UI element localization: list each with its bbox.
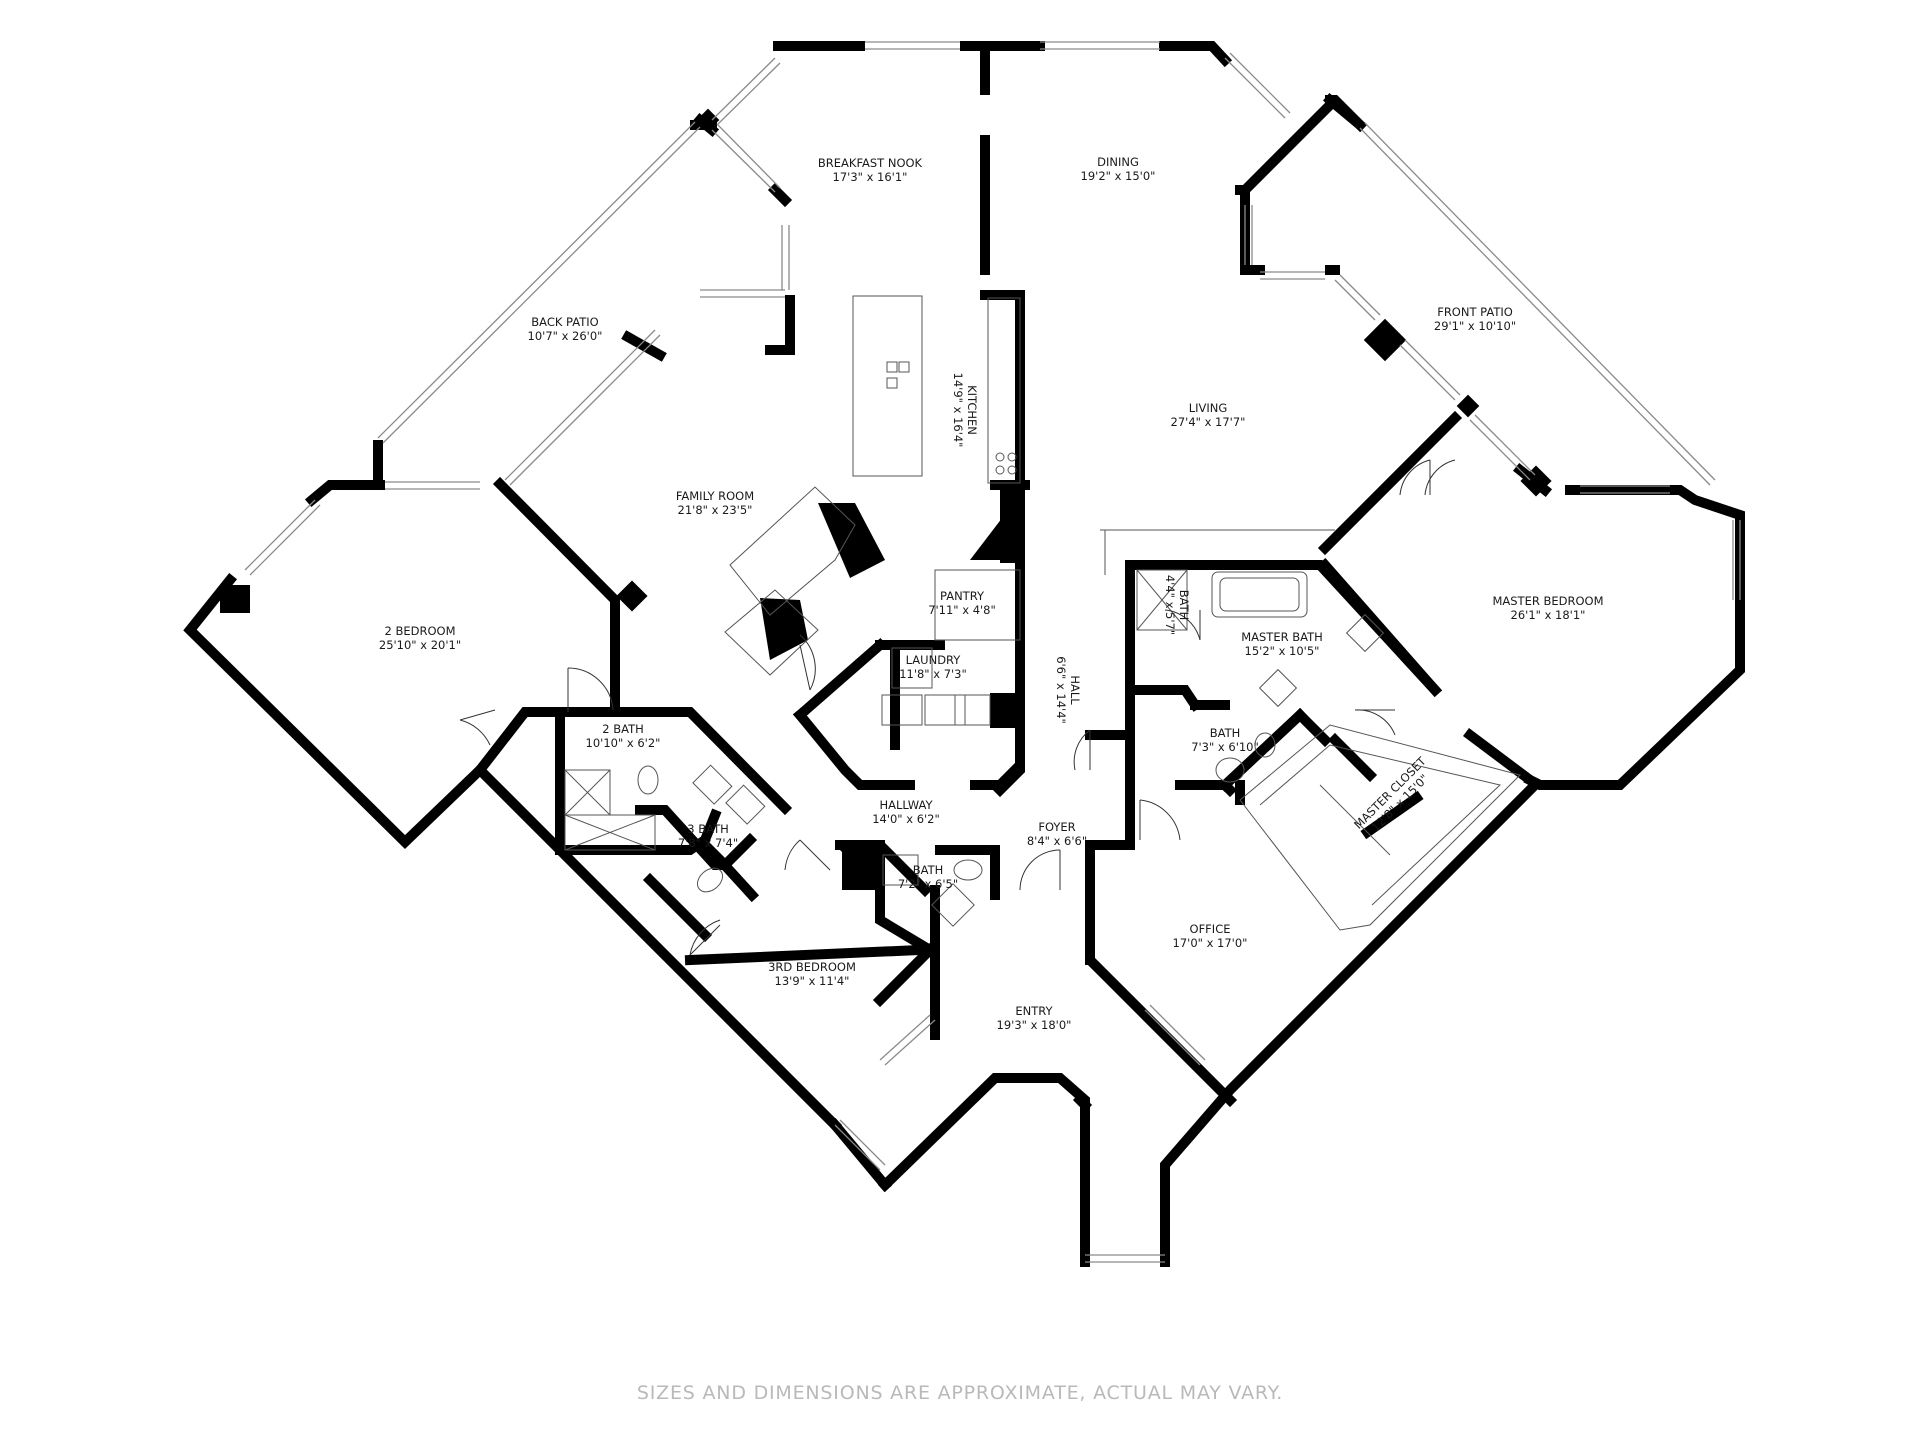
room-name-bath-small: BATH	[1177, 590, 1191, 621]
room-name-master-bedroom: MASTER BEDROOM	[1492, 594, 1603, 608]
room-name-back-patio: BACK PATIO	[531, 315, 598, 329]
room-name-bath-hallway: BATH	[913, 863, 944, 877]
room-size-front-patio: 29'1" x 10'10"	[1434, 319, 1516, 333]
room-labels: BREAKFAST NOOK 17'3" x 16'1" DINING 19'2…	[379, 155, 1604, 1032]
room-name-front-patio: FRONT PATIO	[1437, 305, 1513, 319]
room-name-breakfast-nook: BREAKFAST NOOK	[818, 156, 923, 170]
room-name-family-room: FAMILY ROOM	[676, 489, 754, 503]
room-size-pantry: 7'11" x 4'8"	[928, 603, 996, 617]
room-name-kitchen: KITCHEN	[965, 385, 979, 435]
room-size-living: 27'4" x 17'7"	[1171, 415, 1246, 429]
room-size-entry: 19'3" x 18'0"	[997, 1018, 1072, 1032]
door-swings	[459, 459, 1456, 956]
room-size-laundry: 11'8" x 7'3"	[899, 667, 967, 681]
room-size-hallway: 14'0" x 6'2"	[872, 812, 940, 826]
room-size-bath-small: 4'4" x 5'7"	[1163, 575, 1177, 635]
room-name-pantry: PANTRY	[940, 589, 985, 603]
room-size-3rd-bedroom: 13'9" x 11'4"	[775, 974, 850, 988]
room-size-back-patio: 10'7" x 26'0"	[528, 329, 603, 343]
room-name-2-bedroom: 2 BEDROOM	[385, 624, 456, 638]
room-size-3-bath: 7'8" x 7'4"	[678, 836, 738, 850]
room-name-dining: DINING	[1097, 155, 1139, 169]
room-name-hall: HALL	[1068, 675, 1082, 705]
room-size-2-bedroom: 25'10" x 20'1"	[379, 638, 461, 652]
room-name-2-bath: 2 BATH	[602, 722, 644, 736]
room-size-dining: 19'2" x 15'0"	[1081, 169, 1156, 183]
disclaimer-text: SIZES AND DIMENSIONS ARE APPROXIMATE, AC…	[636, 1382, 1284, 1404]
room-size-kitchen: 14'9" x 16'4"	[951, 373, 965, 448]
room-size-family-room: 21'8" x 23'5"	[678, 503, 753, 517]
room-size-foyer: 8'4" x 6'6"	[1027, 834, 1087, 848]
room-name-living: LIVING	[1189, 401, 1228, 415]
room-name-foyer: FOYER	[1038, 820, 1075, 834]
room-name-hallway: HALLWAY	[879, 798, 933, 812]
windows	[244, 41, 1741, 1263]
room-name-bath-master-side: BATH	[1210, 726, 1241, 740]
room-size-bath-master-side: 7'3" x 6'10"	[1191, 740, 1259, 754]
room-size-hall: 6'6" x 14'4"	[1054, 656, 1068, 724]
solid-walls	[220, 108, 1552, 890]
room-name-3-bath: 3 BATH	[687, 822, 729, 836]
room-size-office: 17'0" x 17'0"	[1173, 936, 1248, 950]
room-size-master-bath: 15'2" x 10'5"	[1245, 644, 1320, 658]
room-name-laundry: LAUNDRY	[906, 653, 962, 667]
room-name-entry: ENTRY	[1015, 1004, 1053, 1018]
room-size-2-bath: 10'10" x 6'2"	[586, 736, 661, 750]
fixtures	[564, 295, 1521, 931]
room-size-breakfast-nook: 17'3" x 16'1"	[833, 170, 908, 184]
room-name-office: OFFICE	[1190, 922, 1231, 936]
room-size-master-bedroom: 26'1" x 18'1"	[1511, 608, 1586, 622]
room-size-bath-hallway: 7'2" x 6'5"	[898, 877, 958, 891]
room-name-master-bath: MASTER BATH	[1241, 630, 1323, 644]
walls	[183, 41, 1745, 1267]
room-name-3rd-bedroom: 3RD BEDROOM	[768, 960, 856, 974]
